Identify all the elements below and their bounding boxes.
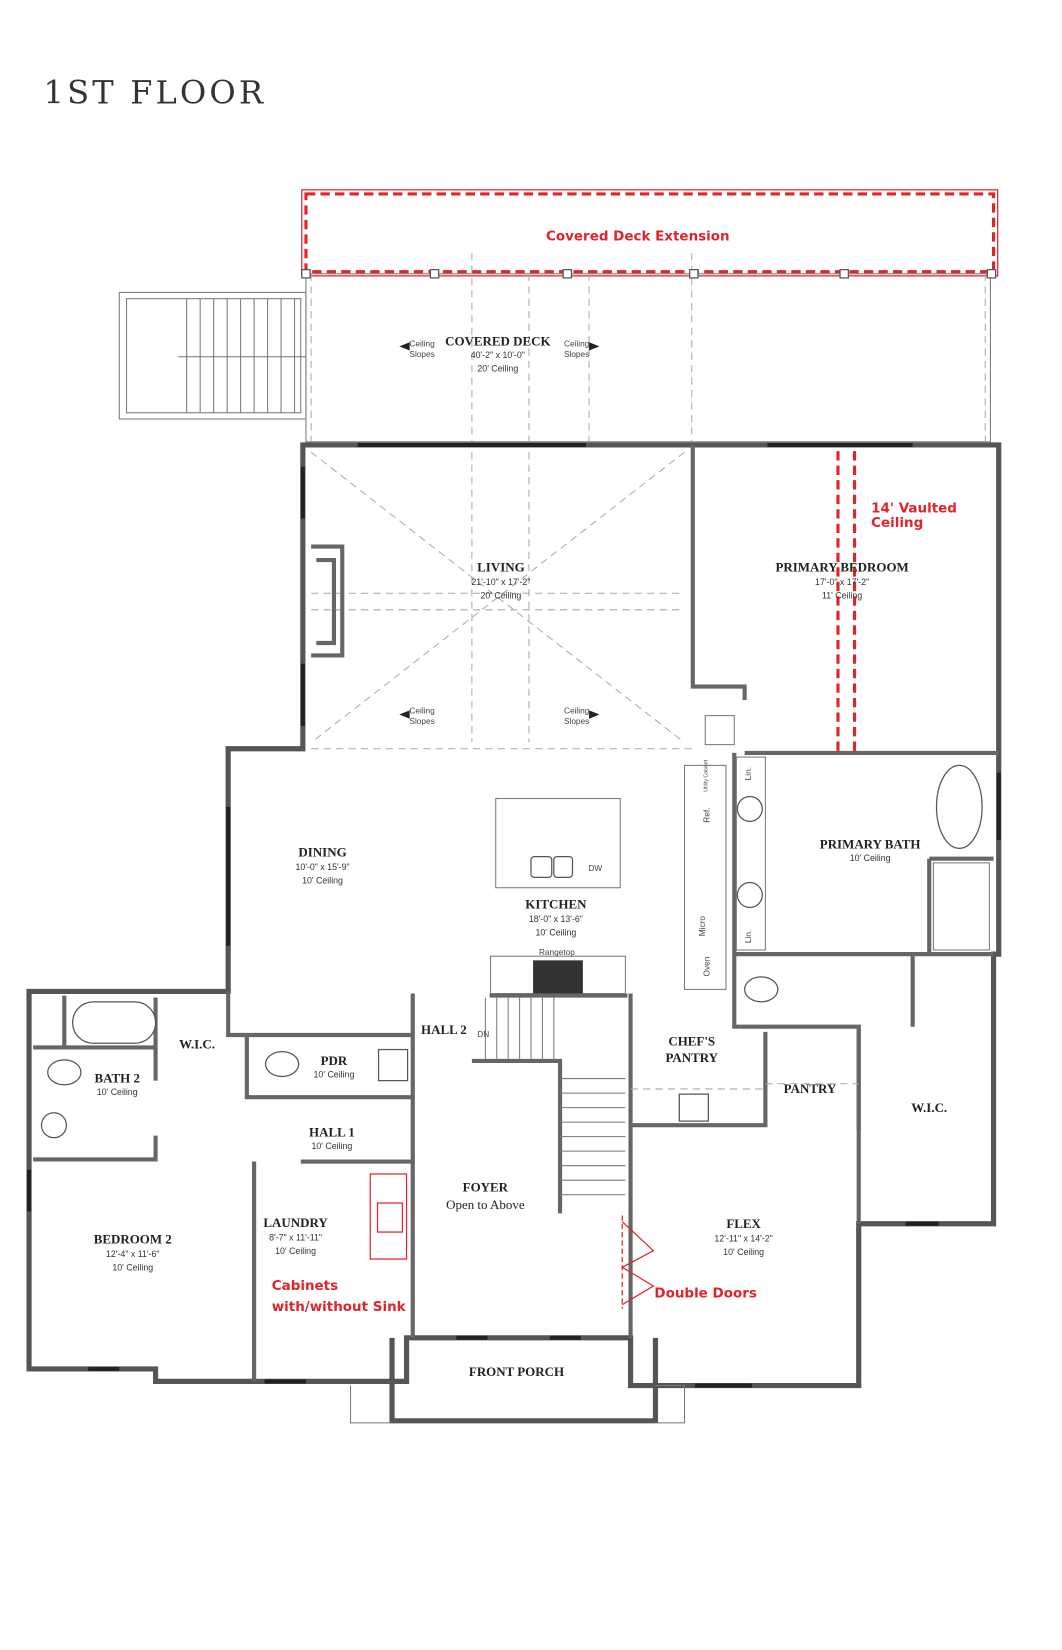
slope_label-line1: Ceiling — [564, 706, 590, 716]
red-annotations: 14' Vaulted Ceiling Cabinets with/withou… — [272, 500, 957, 1315]
room-primary-bath: PRIMARY BATH 10' Ceiling — [820, 836, 921, 862]
fixtures-lin: Lin. — [743, 767, 753, 780]
rooms-10-name: HALL 1 — [309, 1125, 355, 1140]
rooms-16-name: BEDROOM 2 — [94, 1231, 172, 1246]
rooms-18-name: FRONT PORCH — [469, 1364, 564, 1379]
room-pantry: PANTRY — [784, 1081, 837, 1096]
windows — [26, 442, 1001, 1388]
rooms-1-name: LIVING — [477, 559, 525, 574]
fixtures-micro: Micro — [697, 916, 707, 937]
annotations-cabinets_line2: with/without Sink — [272, 1299, 407, 1315]
rooms-2-dims: 17'-0" x 17'-2" — [815, 577, 869, 587]
room-hall-1: HALL 110' Ceiling — [309, 1125, 355, 1151]
rooms-0-ceiling: 20' Ceiling — [477, 363, 518, 373]
rooms-17-ceiling: 10' Ceiling — [723, 1247, 764, 1257]
deck-extension: Covered Deck Extension — [301, 189, 999, 277]
room-pdr: PDR 10' Ceiling — [314, 1053, 355, 1079]
rooms-4-name: KITCHEN — [525, 896, 587, 911]
room-bedroom-2: BEDROOM 2 12'-4" x 11'-6" 10' Ceiling — [94, 1231, 172, 1272]
page-title: 1ST FLOOR — [44, 74, 267, 112]
rooms-15-dims: 8'-7" x 11'-11" — [269, 1232, 322, 1242]
rooms-15-ceiling: 10' Ceiling — [275, 1246, 316, 1256]
rooms-0-name: COVERED DECK — [445, 333, 550, 348]
room-bath-2: BATH 210' Ceiling — [94, 1071, 139, 1097]
fixtures-ref: Ref. — [701, 808, 711, 823]
rooms-8-ceiling: 10' Ceiling — [314, 1070, 355, 1080]
room-labels: COVERED DECK 40'-2" x 10'-0" 20' Ceiling L… — [94, 333, 947, 1379]
fixtures-oven: Oven — [701, 956, 711, 976]
rooms-1-dims: 21'-10" x 17'-2" — [471, 577, 530, 587]
room-foyer: FOYER Open to Above — [446, 1180, 525, 1213]
rooms-16-dims: 12'-4" x 11'-6" — [106, 1249, 159, 1259]
rooms-3-ceiling: 10' Ceiling — [302, 876, 343, 886]
room-kitchen: KITCHEN 18'-0" x 13'-6" 10' Ceiling — [525, 896, 587, 937]
slope_label-line2: Slopes — [409, 349, 434, 359]
fixtures-utility: Utility Cabinet — [703, 759, 709, 791]
fixtures-dn: DN — [477, 1029, 489, 1039]
rooms-2-ceiling: 11' Ceiling — [822, 590, 862, 600]
room-chefs-pantry: CHEF'S PANTRY — [665, 1033, 718, 1065]
rooms-3-dims: 10'-0" x 15'-9" — [295, 862, 349, 872]
room-hall-2: HALL 2 — [421, 1022, 467, 1037]
room-wic-2: W.I.C. — [911, 1100, 947, 1115]
rooms-17-dims: 12'-11" x 14'-2" — [714, 1233, 772, 1243]
fixtures-rangetop: Rangetop — [539, 947, 575, 957]
rooms-1-ceiling: 20' Ceiling — [481, 590, 522, 600]
rooms-12-name: PANTRY — [784, 1081, 837, 1096]
slope_label-line2: Slopes — [564, 716, 589, 726]
fixtures-lin: Lin. — [743, 930, 753, 943]
rooms-4-ceiling: 10' Ceiling — [535, 927, 576, 937]
rooms-14-name: FOYER — [463, 1180, 509, 1195]
slope_label-line2: Slopes — [564, 349, 589, 359]
annotations-vaulted_line2: Ceiling — [871, 515, 923, 531]
rooms-13-name: W.I.C. — [911, 1100, 947, 1115]
exterior-stairs — [118, 291, 307, 420]
deck-extension-label: Covered Deck Extension — [546, 229, 730, 245]
rooms-2-name: PRIMARY BEDROOM — [775, 559, 908, 574]
slope_label-line2: Slopes — [409, 716, 434, 726]
room-wic-1: W.I.C. — [179, 1036, 215, 1051]
fixture-labels: DW Rangetop DN Ref. Micro Oven Lin. Lin.… — [477, 759, 753, 1039]
slope_label-line1: Ceiling — [564, 338, 590, 348]
room-laundry: LAUNDRY 8'-7" x 11'-11" 10' Ceiling — [263, 1215, 328, 1256]
rooms-7-name: BATH 2 — [94, 1071, 139, 1086]
cabinets-label: Cabinets — [272, 1278, 338, 1294]
rooms-14-name2: Open to Above — [446, 1197, 525, 1212]
slope_label-line1: Ceiling — [409, 338, 435, 348]
living-ceiling-lines — [310, 451, 685, 743]
vaulted-ceiling-lines — [836, 451, 857, 753]
interior-walls — [33, 444, 999, 1382]
rooms-6-name: W.I.C. — [179, 1036, 215, 1051]
room-dining: DINING 10'-0" x 15'-9" 10' Ceiling — [295, 845, 349, 886]
rooms-3-name: DINING — [298, 845, 346, 860]
room-front-porch: FRONT PORCH — [469, 1364, 564, 1379]
room-flex: FLEX 12'-11" x 14'-2" 10' Ceiling — [714, 1216, 772, 1257]
fixtures-dw: DW — [588, 863, 602, 873]
rooms-15-name: LAUNDRY — [263, 1215, 328, 1230]
rooms-16-ceiling: 10' Ceiling — [112, 1262, 153, 1272]
kitchen-fixtures — [40, 715, 990, 1309]
rooms-11-name: CHEF'S — [668, 1033, 715, 1048]
front-porch — [389, 1337, 659, 1424]
rooms-8-name: PDR — [321, 1053, 348, 1068]
room-living: LIVING 21'-10" x 17'-2" 20' Ceiling — [471, 559, 530, 600]
rooms-5-name: PRIMARY BATH — [820, 836, 921, 851]
rooms-4-dims: 18'-0" x 13'-6" — [529, 914, 583, 924]
slope_label-line1: Ceiling — [409, 706, 435, 716]
rooms-17-name: FLEX — [726, 1216, 761, 1231]
rooms-11-name2: PANTRY — [665, 1050, 718, 1065]
room-covered-deck: COVERED DECK 40'-2" x 10'-0" 20' Ceiling — [445, 333, 550, 373]
room-primary-bedroom: PRIMARY BEDROOM 17'-0" x 17'-2" 11' Ceilin… — [775, 559, 908, 600]
rooms-9-name: HALL 2 — [421, 1022, 467, 1037]
rooms-0-dims: 40'-2" x 10'-0" — [471, 350, 525, 360]
double-doors-label: Double Doors — [654, 1285, 756, 1301]
rooms-10-ceiling: 10' Ceiling — [311, 1141, 352, 1151]
vaulted-ceiling-label: 14' Vaulted — [871, 500, 957, 516]
rooms-5-ceiling: 10' Ceiling — [850, 853, 891, 863]
rooms-7-ceiling: 10' Ceiling — [97, 1087, 138, 1097]
